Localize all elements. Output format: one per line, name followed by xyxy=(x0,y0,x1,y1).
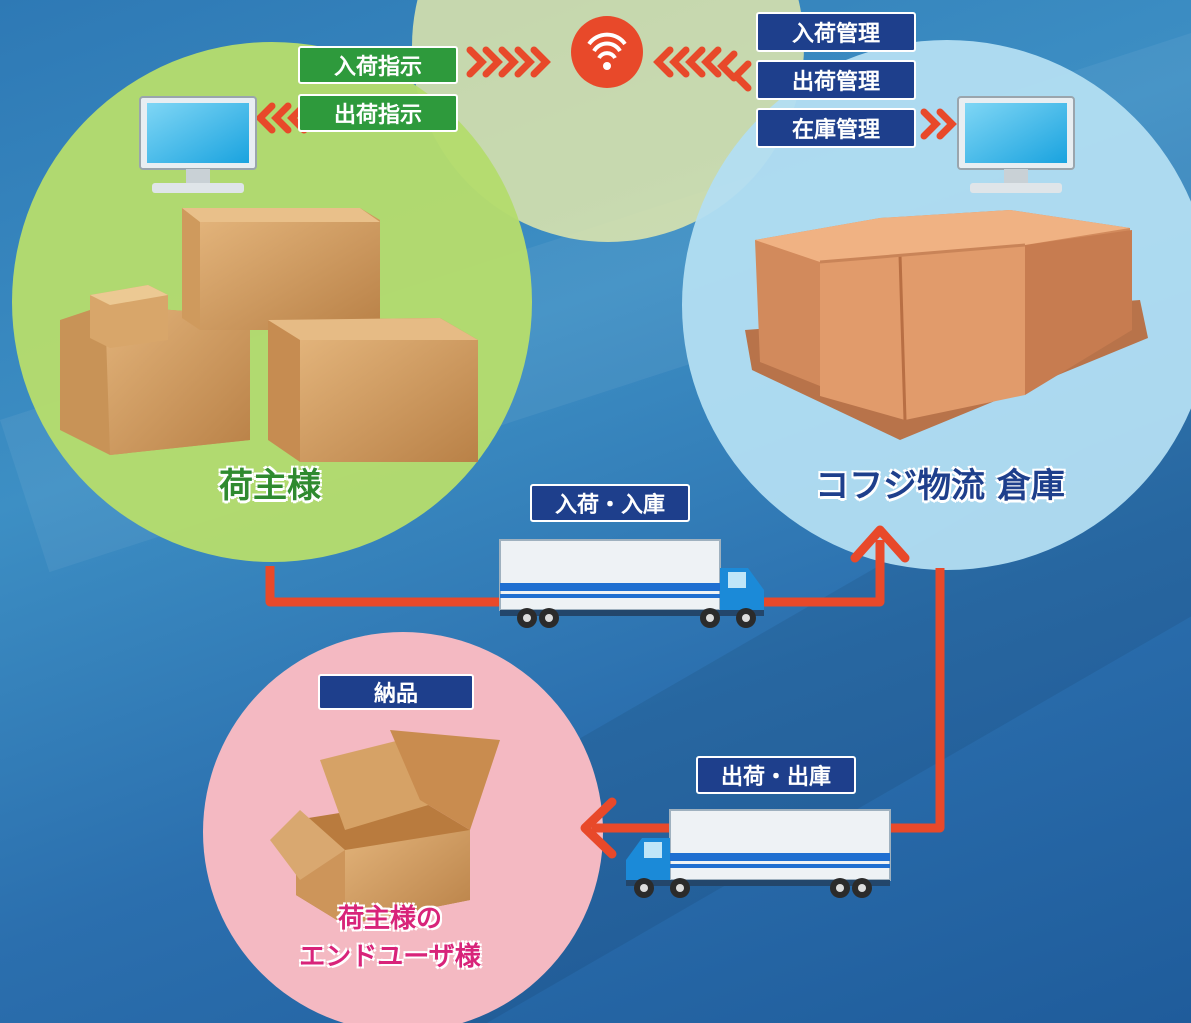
chevron-arrows-to-warehouse-pc xyxy=(920,108,957,140)
tag-inbound-instruction: 入荷指示 xyxy=(298,46,458,84)
inbound-truck-icon xyxy=(499,539,764,628)
wireless-signal-icon xyxy=(571,16,643,88)
tag-delivery: 納品 xyxy=(318,674,474,710)
end-user-label-line1: 荷主様の xyxy=(337,904,442,934)
end-user-label-line2: エンドユーザ様 xyxy=(299,942,481,972)
outbound-truck-icon xyxy=(626,809,891,898)
tag-inbound-management: 入荷管理 xyxy=(756,12,916,52)
warehouse-palletized-boxes xyxy=(745,210,1148,440)
warehouse-computer-icon xyxy=(957,96,1075,193)
tag-outbound-shipping: 出荷・出庫 xyxy=(696,756,856,794)
tag-outbound-management: 出荷管理 xyxy=(756,60,916,100)
warehouse-label: コフジ物流 倉庫 xyxy=(815,466,1065,506)
tag-inbound-receiving: 入荷・入庫 xyxy=(530,484,690,522)
end-user-open-box xyxy=(270,730,500,925)
shipper-cardboard-boxes xyxy=(60,208,478,462)
tag-outbound-instruction: 出荷指示 xyxy=(298,94,458,132)
shipper-label: 荷主様 xyxy=(219,466,321,506)
chevron-arrows-right-to-system xyxy=(653,46,752,92)
tag-inventory-management: 在庫管理 xyxy=(756,108,916,148)
chevron-arrows-left-to-system xyxy=(466,46,551,78)
shipper-computer-icon xyxy=(139,96,257,193)
